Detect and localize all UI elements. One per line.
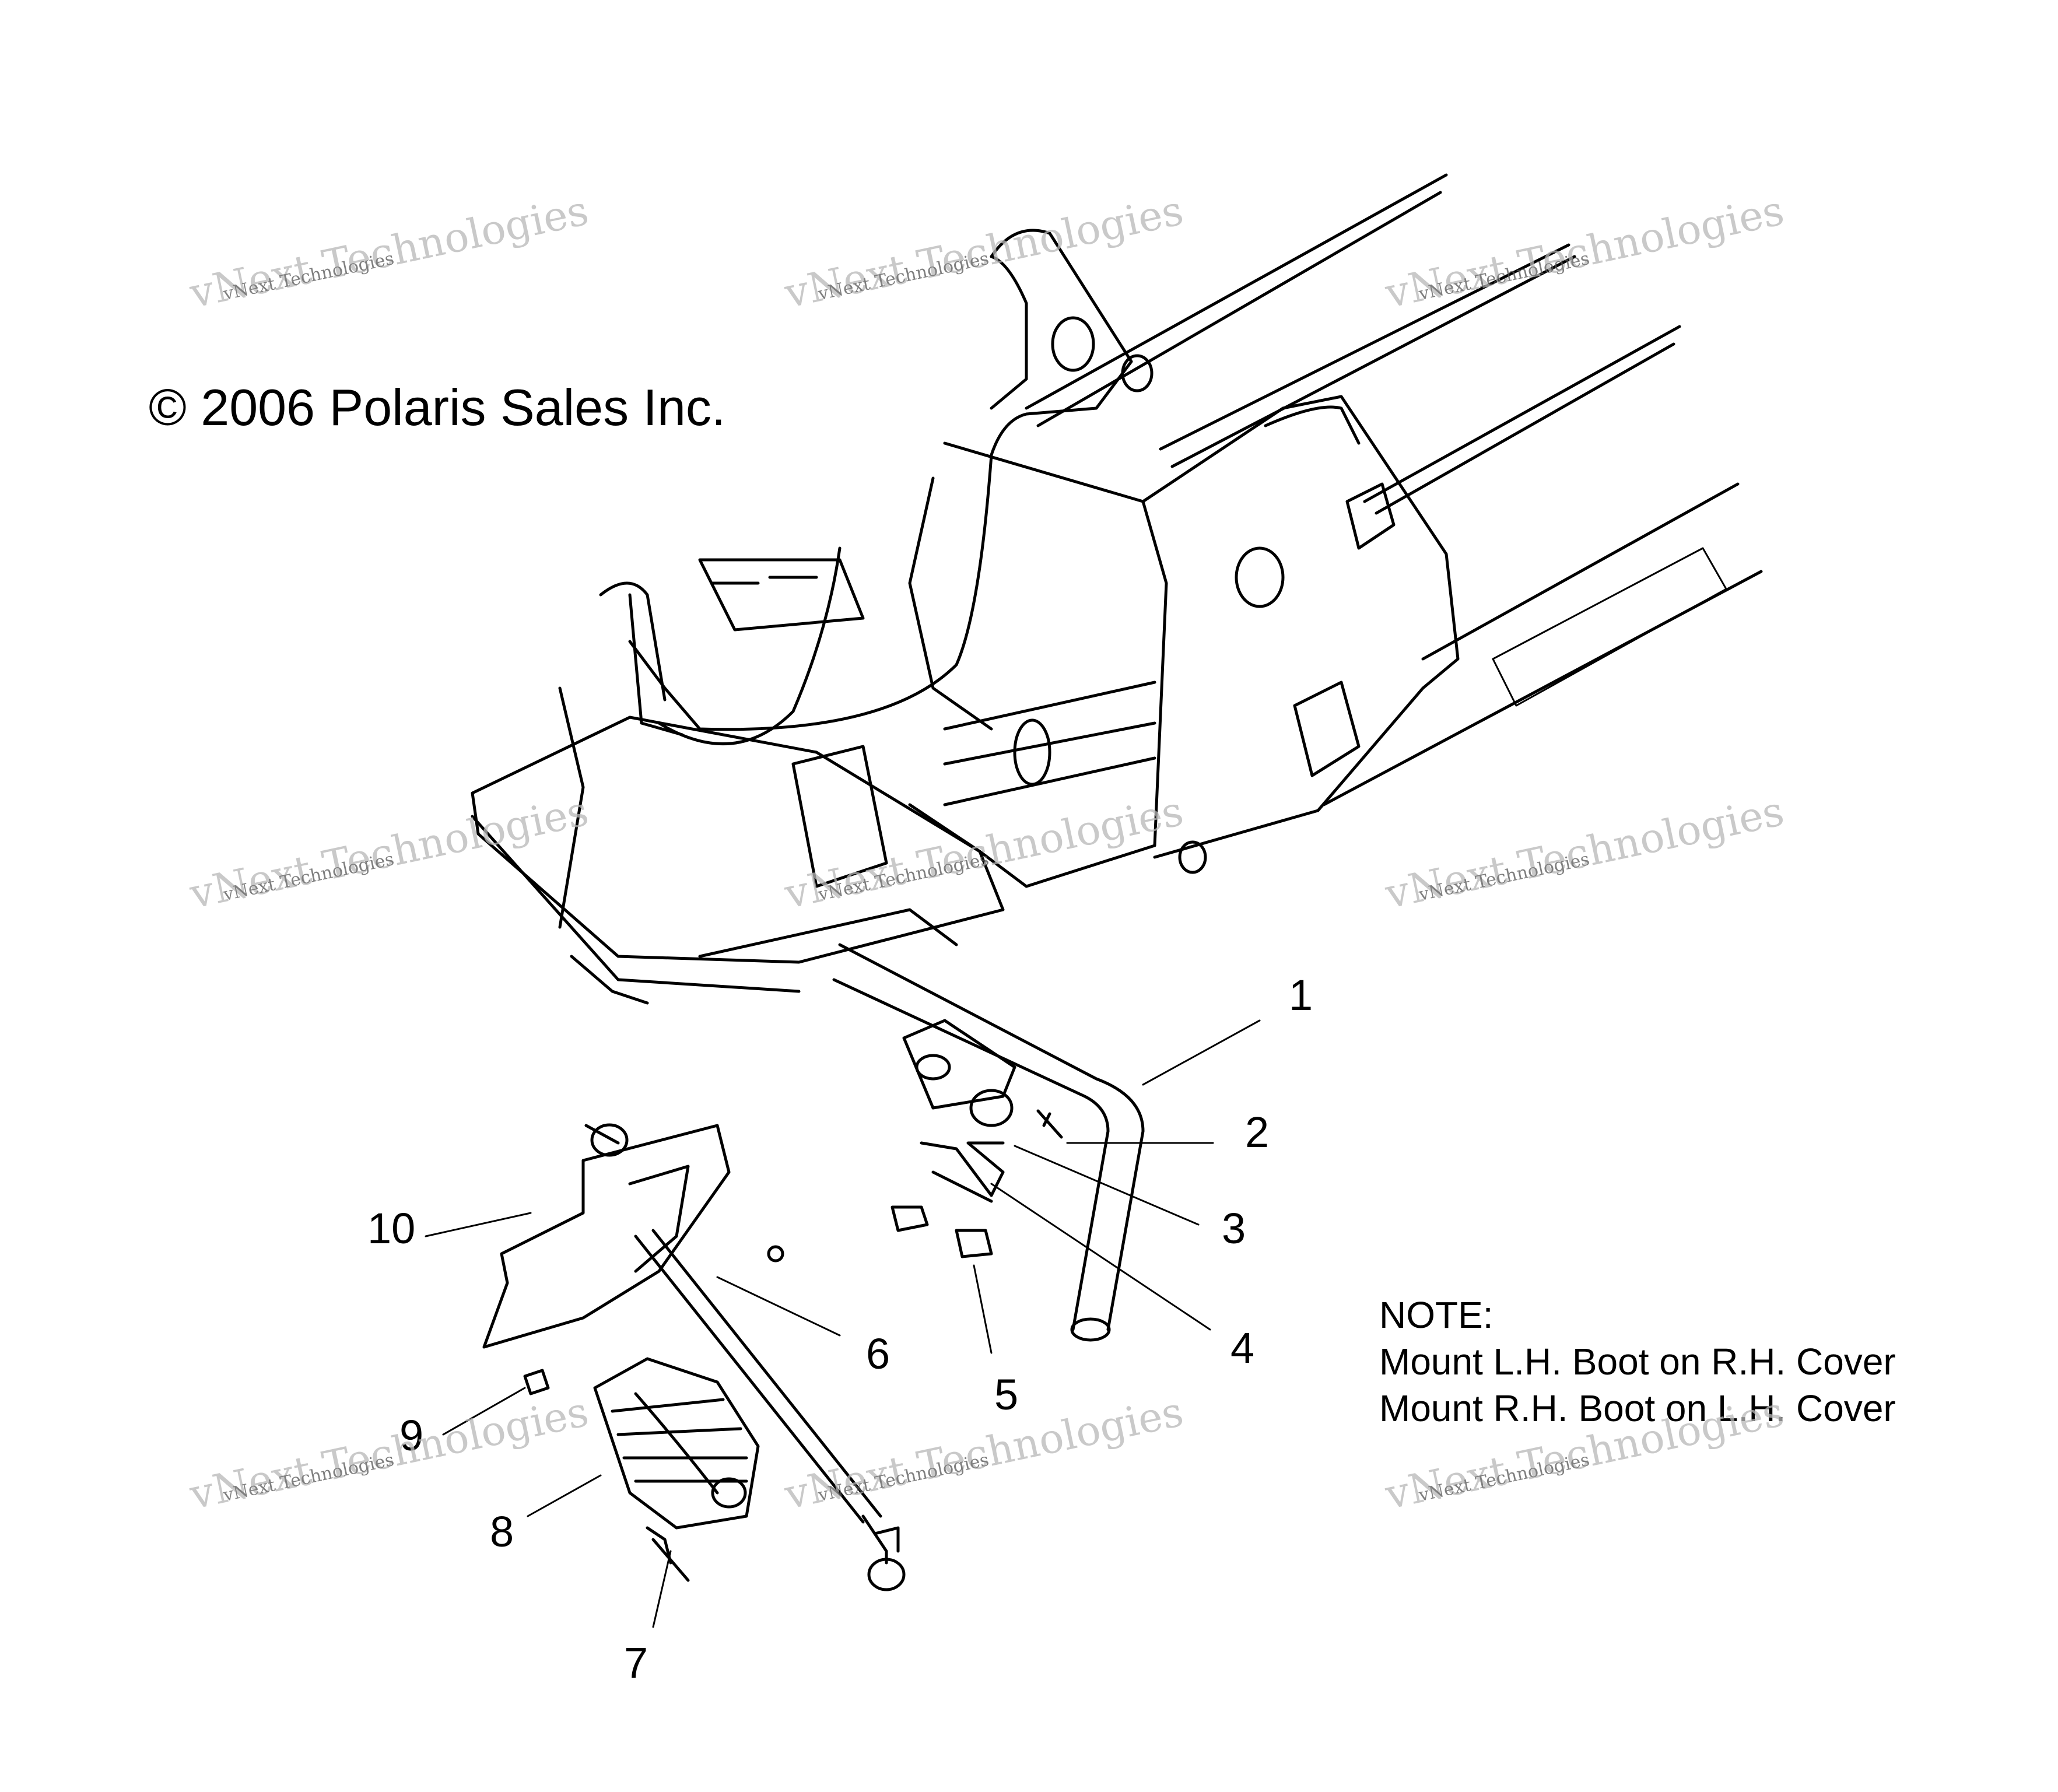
callout-3: 3 [1222, 1204, 1246, 1253]
callout-1: 1 [1289, 971, 1313, 1019]
steering-boot [593, 1357, 760, 1530]
steering-crossbar [832, 943, 1145, 1342]
callout-8: 8 [490, 1507, 514, 1556]
front-bulkhead [471, 546, 1005, 1005]
chassis-rails [1025, 173, 1763, 806]
small-hardware [523, 1369, 690, 1582]
tie-rod [584, 1123, 906, 1591]
callout-6: 6 [866, 1330, 890, 1378]
clamp-hardware [890, 1019, 1063, 1258]
callout-2: 2 [1245, 1108, 1270, 1156]
callout-10: 10 [367, 1204, 416, 1253]
callout-9: 9 [399, 1411, 424, 1460]
leader-lines [425, 1019, 1261, 1628]
note-line-1: Mount L.H. Boot on R.H. Cover [1379, 1341, 1896, 1383]
note-block: NOTE: Mount L.H. Boot on R.H. Cover Moun… [1379, 1292, 1896, 1432]
note-heading: NOTE: [1379, 1294, 1493, 1336]
callout-4: 4 [1230, 1324, 1255, 1372]
note-line-2: Mount R.H. Boot on L.H. Cover [1379, 1387, 1896, 1429]
callout-7: 7 [624, 1639, 648, 1687]
steering-cover [482, 1124, 784, 1349]
callout-5: 5 [994, 1370, 1019, 1419]
copyright-notice: © 2006 Polaris Sales Inc. [149, 378, 726, 436]
chassis-holes [1013, 316, 1727, 874]
